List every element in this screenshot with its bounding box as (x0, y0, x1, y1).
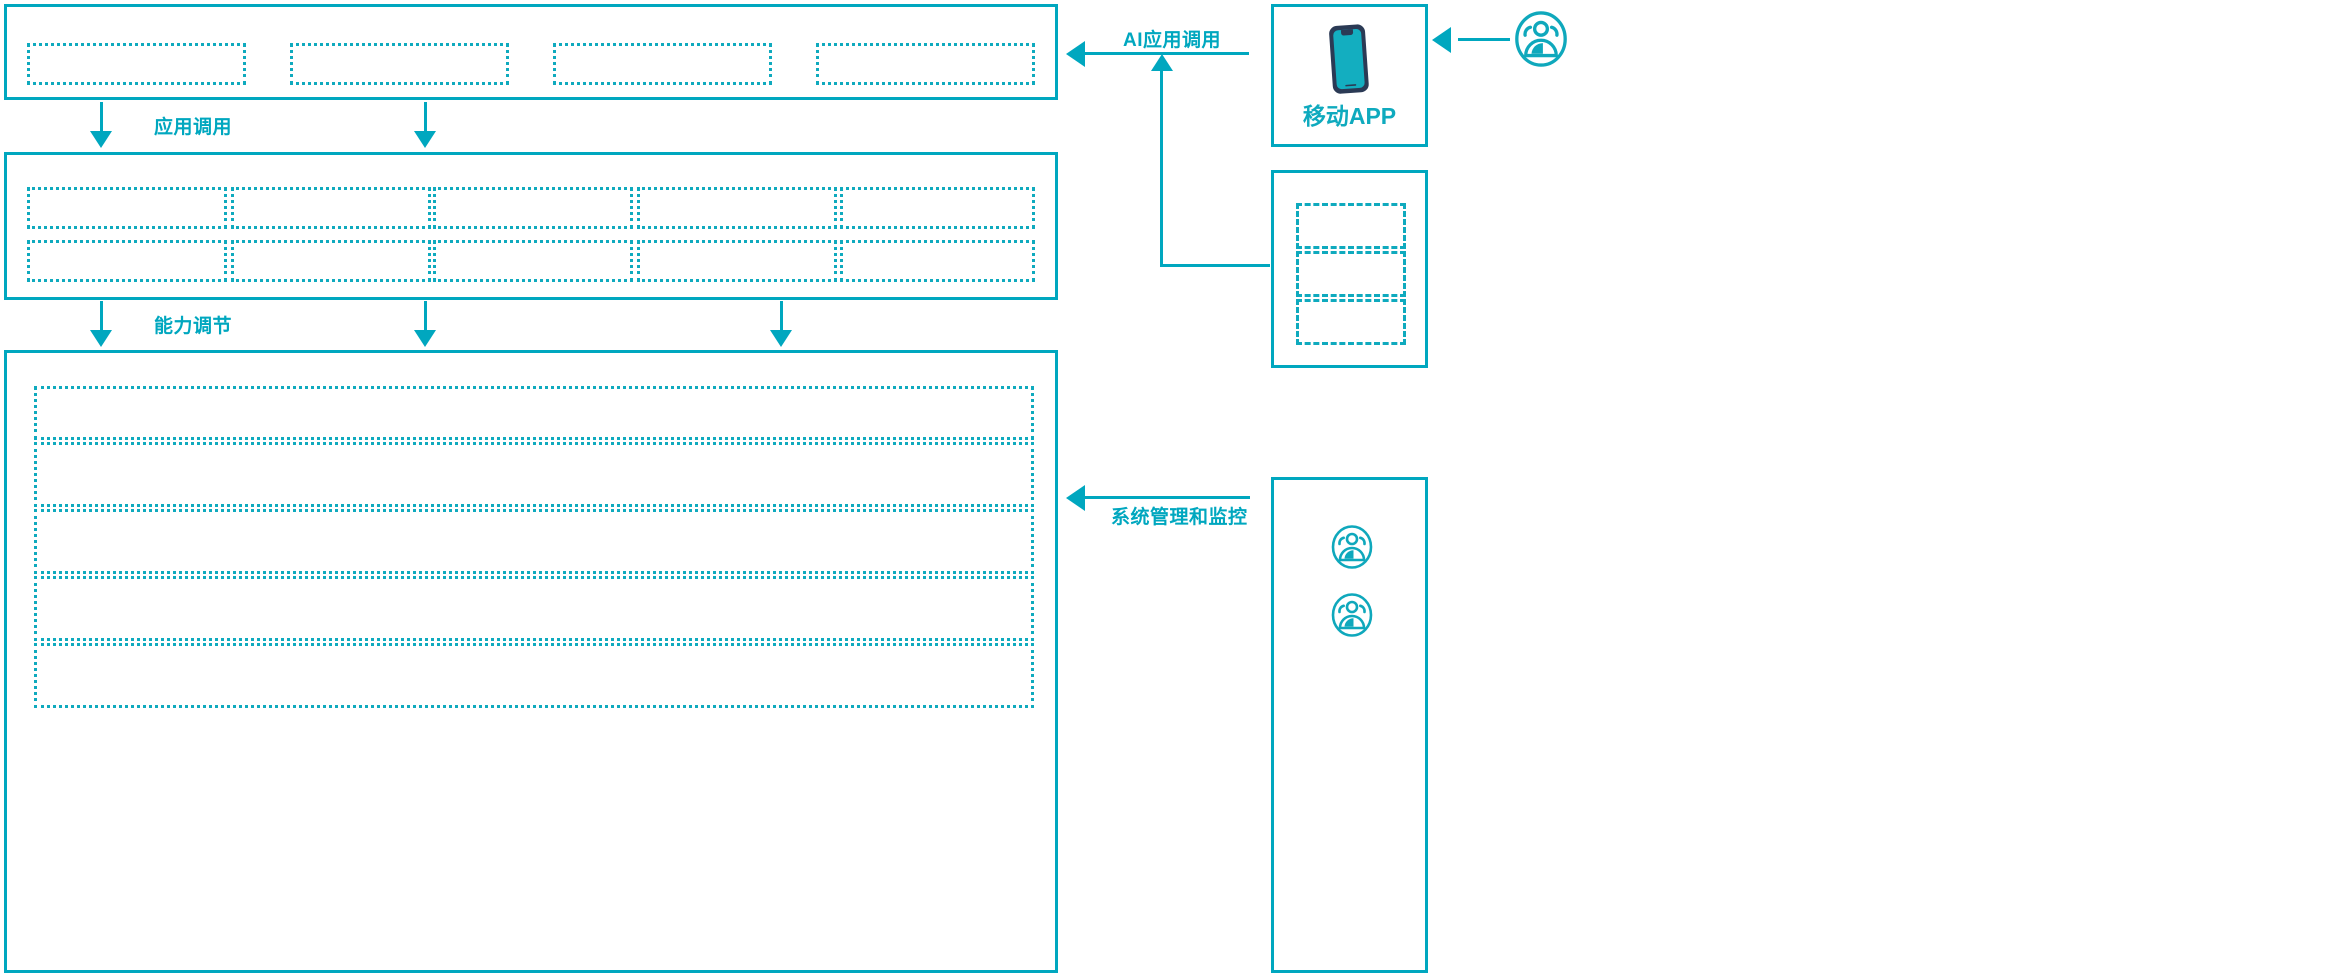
channel-feeder-vline (1160, 70, 1163, 266)
sys-manage-monitor-label: 系统管理和监控 (1111, 507, 1248, 528)
external-user-line (1458, 38, 1510, 41)
application-cell-2[interactable] (290, 43, 509, 85)
sys-manage-monitor-arrowhead (1066, 485, 1085, 511)
platform-row-2[interactable] (34, 442, 1034, 507)
ai-app-invoke-line (1084, 52, 1249, 55)
admin-operations-panel[interactable] (1271, 477, 1428, 973)
sys-manage-monitor-line (1084, 496, 1250, 499)
app-invoke-label: 应用调用 (154, 117, 233, 138)
capability-cell-8[interactable] (433, 240, 633, 282)
capability-adjust-label: 能力调节 (154, 316, 233, 337)
ai-app-invoke-arrowhead (1066, 41, 1085, 67)
application-cell-1[interactable] (27, 43, 246, 85)
app-invoke-line-left (100, 102, 103, 135)
capability-adjust-line-1 (100, 301, 103, 334)
capability-cell-2[interactable] (231, 187, 431, 229)
platform-row-1[interactable] (34, 386, 1034, 440)
channel-cell-3[interactable] (1296, 299, 1406, 345)
channel-panel[interactable] (1271, 170, 1428, 368)
channel-feeder-hline (1160, 264, 1270, 267)
mobile-app-panel[interactable]: 移动APP (1271, 4, 1428, 147)
mobile-app-label: 移动APP (1302, 103, 1397, 129)
ai-app-invoke-label: AI应用调用 (1123, 30, 1222, 51)
capability-cell-6[interactable] (27, 240, 227, 282)
platform-row-4[interactable] (34, 576, 1034, 641)
user-group-icon-admin-2 (1330, 593, 1374, 637)
platform-row-3[interactable] (34, 509, 1034, 574)
user-group-icon-external (1513, 11, 1569, 67)
app-invoke-arrowhead-left (90, 131, 112, 148)
capability-cell-3[interactable] (433, 187, 633, 229)
capability-cell-9[interactable] (637, 240, 837, 282)
capability-cell-5[interactable] (840, 187, 1035, 229)
capability-layer-panel[interactable] (4, 152, 1058, 300)
application-cell-4[interactable] (816, 43, 1035, 85)
capability-cell-4[interactable] (637, 187, 837, 229)
channel-cell-1[interactable] (1296, 203, 1406, 249)
capability-cell-10[interactable] (840, 240, 1035, 282)
capability-cell-7[interactable] (231, 240, 431, 282)
capability-adjust-arrowhead-3 (770, 330, 792, 347)
app-invoke-arrowhead-right (414, 131, 436, 148)
capability-adjust-arrowhead-2 (414, 330, 436, 347)
platform-row-5[interactable] (34, 643, 1034, 708)
application-layer-panel[interactable] (4, 4, 1058, 100)
capability-adjust-line-3 (780, 301, 783, 334)
capability-cell-1[interactable] (27, 187, 227, 229)
user-group-icon-admin-1 (1330, 525, 1374, 569)
channel-feeder-arrowhead (1151, 54, 1173, 71)
capability-adjust-arrowhead-1 (90, 330, 112, 347)
capability-adjust-line-2 (424, 301, 427, 334)
external-user-arrowhead (1432, 27, 1451, 53)
app-invoke-line-right (424, 102, 427, 135)
application-cell-3[interactable] (553, 43, 772, 85)
platform-layer-panel[interactable] (4, 350, 1058, 973)
mobile-phone-icon (1320, 20, 1380, 100)
channel-cell-2[interactable] (1296, 251, 1406, 297)
